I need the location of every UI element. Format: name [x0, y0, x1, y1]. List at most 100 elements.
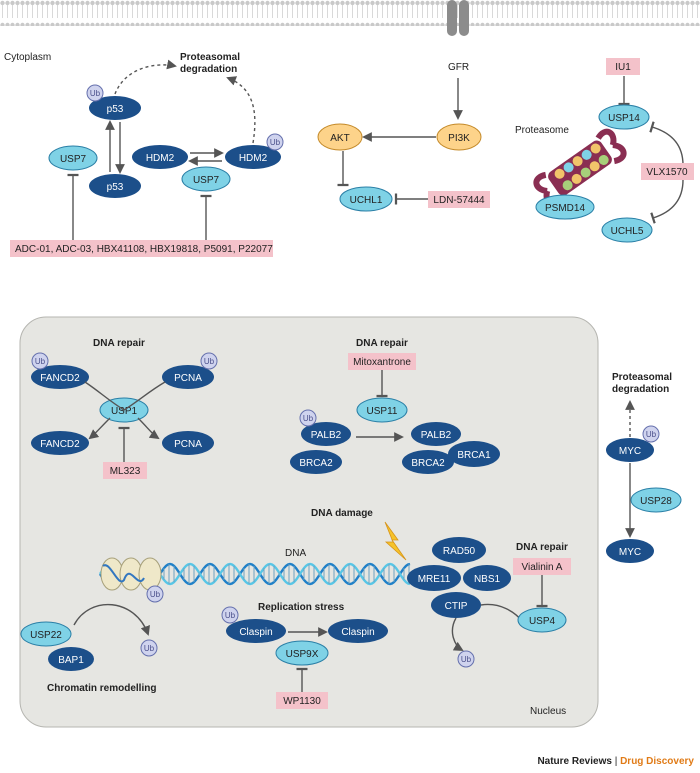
usp22-ub-arrow	[73, 603, 150, 636]
p53-top-node: p53	[89, 96, 141, 120]
svg-text:BRCA2: BRCA2	[299, 458, 333, 469]
svg-text:HDM2: HDM2	[239, 153, 268, 164]
p53-bottom-node: p53	[89, 174, 141, 198]
svg-text:UCHL1: UCHL1	[350, 195, 383, 206]
svg-text:USP7: USP7	[193, 175, 220, 186]
svg-text:PALB2: PALB2	[311, 430, 342, 441]
hdm2-degradation-arrow	[226, 76, 256, 144]
svg-text:Ub: Ub	[144, 644, 155, 653]
svg-text:PI3K: PI3K	[448, 133, 470, 144]
svg-text:MYC: MYC	[619, 547, 641, 558]
svg-text:PCNA: PCNA	[174, 373, 202, 384]
hdm2-left-node: HDM2	[132, 145, 188, 169]
svg-text:FANCD2: FANCD2	[40, 373, 80, 384]
proteasome-label: Proteasome	[515, 125, 569, 136]
psmd14-node: PSMD14	[535, 194, 595, 220]
vlx1570-box	[641, 163, 694, 180]
usp22-node: USP22	[20, 621, 72, 647]
ub-tag: Ub	[642, 425, 660, 443]
svg-text:PALB2: PALB2	[421, 430, 452, 441]
svg-text:PSMD14: PSMD14	[545, 203, 585, 214]
svg-text:RAD50: RAD50	[443, 546, 476, 557]
svg-text:Ub: Ub	[150, 590, 161, 599]
usp1-substrate-lines	[84, 381, 166, 411]
myc-proteasomal-label: Proteasomal	[612, 372, 672, 383]
vlx-uchl5-inhibition	[650, 179, 684, 224]
uchl5-node: UCHL5	[601, 217, 653, 243]
ub-tag: Ub	[457, 650, 475, 668]
mitoxantrone-box	[348, 353, 416, 370]
svg-text:BRCA2: BRCA2	[411, 458, 445, 469]
ub-tag: Ub	[200, 352, 218, 370]
ml323-box	[103, 462, 147, 479]
pi3k-node: PI3K	[436, 123, 482, 151]
pcna-node: PCNA	[162, 431, 214, 455]
uchl1-node: UCHL1	[339, 186, 393, 212]
ldn-57444-label: LDN-57444	[433, 195, 485, 206]
svg-text:p53: p53	[107, 182, 124, 193]
dna-label: DNA	[285, 548, 306, 559]
brca2-left-node: BRCA2	[290, 450, 342, 474]
svg-text:Claspin: Claspin	[341, 627, 374, 638]
svg-text:HDM2: HDM2	[146, 153, 175, 164]
svg-text:USP28: USP28	[640, 496, 672, 507]
ctip-ub-arrow	[451, 617, 464, 651]
svg-text:Ub: Ub	[35, 357, 46, 366]
svg-text:p53: p53	[107, 104, 124, 115]
proteasomal-label: Proteasomal	[180, 52, 240, 63]
usp1-fancd2-arrow	[88, 417, 111, 440]
mre11-node: MRE11	[407, 565, 461, 591]
usp7-inhibitors-box	[10, 240, 273, 257]
myc-degradation-label: degradation	[612, 384, 669, 395]
vialinin-box	[513, 558, 571, 575]
bap1-node: BAP1	[48, 647, 94, 671]
usp1-pcna-arrow	[137, 417, 160, 440]
dna-repair-label-1: DNA repair	[93, 338, 145, 349]
pcna-ub-node: PCNA	[162, 365, 214, 389]
claspin-ub-node: Claspin	[226, 619, 286, 643]
ml323-label: ML323	[110, 466, 141, 477]
svg-text:Ub: Ub	[646, 430, 657, 439]
svg-text:Ub: Ub	[270, 138, 281, 147]
degradation-label: degradation	[180, 64, 237, 75]
svg-text:Ub: Ub	[461, 655, 472, 664]
svg-text:PCNA: PCNA	[174, 439, 202, 450]
myc-node: MYC	[606, 539, 654, 563]
usp14-node: USP14	[598, 104, 650, 130]
iu1-box	[606, 58, 640, 75]
p53-degradation-arrow	[114, 59, 177, 95]
palb2-node: PALB2	[411, 422, 461, 446]
svg-text:BRCA1: BRCA1	[457, 450, 491, 461]
fancd2-ub-node: FANCD2	[31, 365, 89, 389]
svg-text:Ub: Ub	[90, 89, 101, 98]
svg-text:FANCD2: FANCD2	[40, 439, 80, 450]
svg-text:NBS1: NBS1	[474, 574, 501, 585]
hdm2-right-node: HDM2	[225, 145, 281, 169]
lightning-icon	[384, 521, 407, 561]
ub-tag: Ub	[299, 409, 317, 427]
usp9x-node: USP9X	[275, 640, 329, 666]
svg-text:AKT: AKT	[330, 133, 349, 144]
nucleus-region	[19, 316, 599, 728]
svg-text:USP9X: USP9X	[286, 649, 319, 660]
proteasome-complex	[533, 128, 627, 208]
dna-repair-label-2: DNA repair	[356, 338, 408, 349]
cytoplasm-label: Cytoplasm	[4, 52, 51, 63]
ub-tag: Ub	[266, 133, 284, 151]
usp7-inhibitors-label: ADC-01, ADC-03, HBX41108, HBX19818, P509…	[15, 244, 273, 255]
nbs1-node: NBS1	[463, 565, 511, 591]
ctip-node: CTIP	[431, 592, 481, 618]
svg-text:Ub: Ub	[204, 357, 215, 366]
nucleosomes	[100, 557, 162, 591]
vlx1570-label: VLX1570	[646, 167, 688, 178]
dna-damage-label: DNA damage	[311, 508, 373, 519]
svg-text:USP7: USP7	[60, 154, 87, 165]
credit-line: Nature Reviews | Drug Discovery	[537, 756, 694, 767]
svg-text:Ub: Ub	[225, 611, 236, 620]
palb2-ub-node: PALB2	[301, 422, 351, 446]
usp28-node: USP28	[630, 487, 682, 513]
svg-text:USP11: USP11	[367, 406, 398, 417]
ub-tag: Ub	[86, 84, 104, 102]
